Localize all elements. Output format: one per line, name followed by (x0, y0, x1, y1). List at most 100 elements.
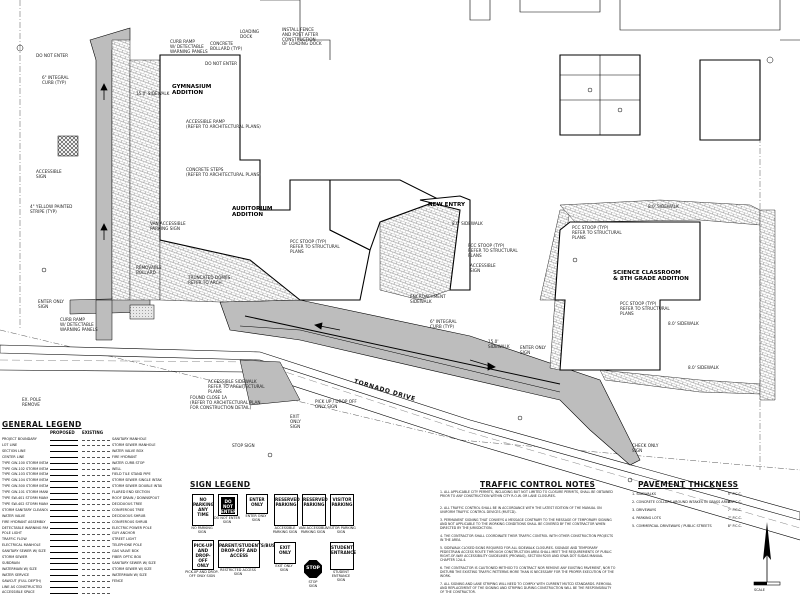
callout: ACCESSIBLE RAMP (REFER TO ARCHITECTURAL … (186, 119, 261, 129)
legend-col-proposed: PROPOSED (50, 430, 75, 435)
callout: 15.0' SIDEWALK (136, 91, 170, 96)
sign-caption: VISITOR PARKING SIGN (326, 526, 356, 534)
legend-row: WATER SERVICE WATERMAIN W/ SIZE (2, 573, 162, 579)
callout: LOADING DOCK (240, 29, 260, 39)
pavement-title: PAVEMENT THICKNESS (638, 480, 739, 489)
legend-row-proposed-symbol (50, 581, 78, 583)
callout: ENTER ONLY SIGN (520, 345, 546, 355)
legend-row-proposed-label: TYPE SW-401 STORM MANHOLE (2, 496, 48, 500)
legend-row-existing-symbol (82, 528, 110, 530)
building-label-auditorium: AUDITORIUM ADDITION (232, 206, 273, 218)
legend-row-proposed-label: ACCESSIBLE SPACE (2, 590, 35, 595)
legend-row-existing-symbol (82, 510, 110, 512)
legend-row-proposed-label: TYPE SW-402 STORM MANHOLE (2, 501, 48, 506)
sign-face-text: EXIT ONLY (278, 545, 292, 555)
callout: ACCESSIBLE SIGN (36, 169, 62, 179)
callout: VAN ACCESSIBLE PARKING SIGN (150, 221, 186, 231)
callout: ACCESSIBLE SIDEWALK REFER TO ARCHITECTUR… (208, 379, 265, 394)
legend-row-existing-label: STORM SEWER W/ SIZE (112, 566, 152, 571)
legend-row-proposed-label: CENTER LINE (2, 454, 25, 459)
callout: CURB RAMP W/ DETECTABLE WARNING PANELS (170, 39, 208, 54)
legend-row-proposed-label: SECTION LINE (2, 448, 26, 453)
traffic-control-notes: TRAFFIC CONTROL NOTES 1. ALL APPLICABLE … (440, 480, 620, 598)
callout: STOP SIGN (232, 443, 255, 448)
callout: CONCRETE BOLLARD (TYP) (210, 41, 243, 51)
legend-row: TYPE GW-101 STORM MANHOLEFLARED END SECT… (2, 490, 162, 496)
sign-caption: STUDENT ENTRANCE SIGN (331, 570, 351, 582)
legend-row-existing-symbol (82, 451, 110, 453)
legend-row-existing-symbol (82, 539, 110, 541)
legend-row-proposed-label: SAWCUT (FULL DEPTH) (2, 578, 42, 583)
legend-row-existing-label: TELEPHONE POLE (112, 543, 143, 548)
callout: TRUNCATED DOMES REFER TO ARCH. (188, 275, 231, 285)
legend-row-proposed-symbol (50, 474, 78, 476)
callout: ACCESSIBLE SIGN (470, 263, 496, 273)
legend-row-proposed-symbol (50, 557, 78, 559)
legend-row-proposed-label: STORM SEWER (2, 555, 28, 559)
callout: FOUND CLOSE 1A (REFER TO ARCHITECTURAL P… (190, 395, 261, 410)
sidewalks (111, 39, 776, 401)
legend-row-existing-label: WATER CURB STOP (112, 460, 145, 465)
north-arrow: SCALE (752, 520, 782, 594)
legend-row-existing-label: GAS VALVE BOX (112, 549, 139, 554)
legend-row-existing-symbol (82, 569, 110, 571)
legend-row-existing-label: DECIDUOUS TREE (112, 501, 143, 506)
pavement-row: 2. CONCRETE COLLARS AROUND INTAKES IN GR… (632, 500, 742, 504)
legend-row-proposed-label: WATER SERVICE (2, 572, 30, 577)
callout: PICK UP / DROP OFF ONLY SIGN (315, 399, 357, 409)
legend-row-existing-symbol (82, 457, 110, 459)
callout: ENCROACHMENT SIDEWALK (410, 294, 446, 304)
pavement-row: 5. COMMERCIAL DRIVEWAYS / PUBLIC STREETS… (632, 524, 742, 528)
pavement-item: 5. COMMERCIAL DRIVEWAYS / PUBLIC STREETS (632, 524, 712, 528)
legend-row-existing-symbol (82, 463, 110, 465)
road-tornado-drive (0, 344, 800, 541)
legend-row-proposed-label: FIRE HYDRANT ASSEMBLY (2, 519, 46, 524)
legend-row-proposed-symbol (50, 480, 78, 482)
sign-caption: PICK-UP AND DROP- OFF ONLY SIGN (185, 570, 219, 578)
legend-row-proposed-label: PROJECT BOUNDARY (2, 437, 37, 441)
hatched-pad (129, 304, 155, 320)
legend-row-existing-symbol (82, 498, 110, 500)
callout: EXIT ONLY SIGN (290, 414, 301, 429)
legend-row-proposed-symbol (50, 592, 78, 594)
legend-row-proposed-symbol (50, 533, 78, 535)
legend-row-existing-label: FENCE (112, 578, 124, 583)
building-label-new-entry: NEW ENTRY (428, 202, 465, 208)
legend-row-existing-label: CONIFEROUS SHRUB (112, 519, 148, 524)
legend-row-existing-label: STORM SEWER SINGLE INTAKE (112, 478, 162, 483)
sign-face: NO PARKING ANY TIME (192, 494, 214, 526)
legend-row-existing-label: WATERMAIN W/ SIZE (112, 572, 147, 577)
sign-caption: NO PARKING SIGN (191, 526, 213, 534)
legend-row-existing-symbol (82, 445, 110, 447)
sign-face-text: PICK-UP AND DROP-OFF ONLY (193, 543, 213, 568)
sign-caption: RESTRICTED ACCESS SIGN (220, 568, 256, 576)
pavement-item: 1. SIDEWALKS (632, 492, 656, 496)
callout: 6" INTEGRAL CURB (TYP) (430, 319, 457, 329)
legend-row-existing-label: FLARED END SECTION (112, 490, 150, 495)
legend-row-proposed-label: LINE AS CONSTRUCTED (2, 584, 43, 589)
legend-row-proposed-label: TYPE GW-500 STORM INTAKE (2, 484, 48, 489)
traffic-island (239, 359, 301, 406)
callout: EX. POLE REMOVE (22, 397, 41, 407)
legend-row-proposed-label: LOT LINE (2, 442, 18, 447)
pavement-value: 8" P.C.C. (727, 524, 742, 528)
sign-face: DO NOT ENTER (218, 494, 238, 516)
legend-row-proposed-label: TRAFFIC FLOW (2, 537, 27, 542)
legend-row-existing-label: STREET LIGHT (112, 537, 137, 542)
legend-row-existing-label: WELL (112, 466, 122, 471)
legend-row-proposed-symbol (50, 445, 78, 447)
legend-row-existing-symbol (82, 581, 110, 583)
paving-areas (69, 27, 641, 466)
pavement-item: 3. DRIVEWAYS (632, 508, 657, 512)
legend-row-proposed-symbol (50, 516, 78, 518)
sign-face: RESERVED PARKING (302, 494, 328, 526)
pavement-value: 5" P.C.C. (727, 492, 742, 496)
